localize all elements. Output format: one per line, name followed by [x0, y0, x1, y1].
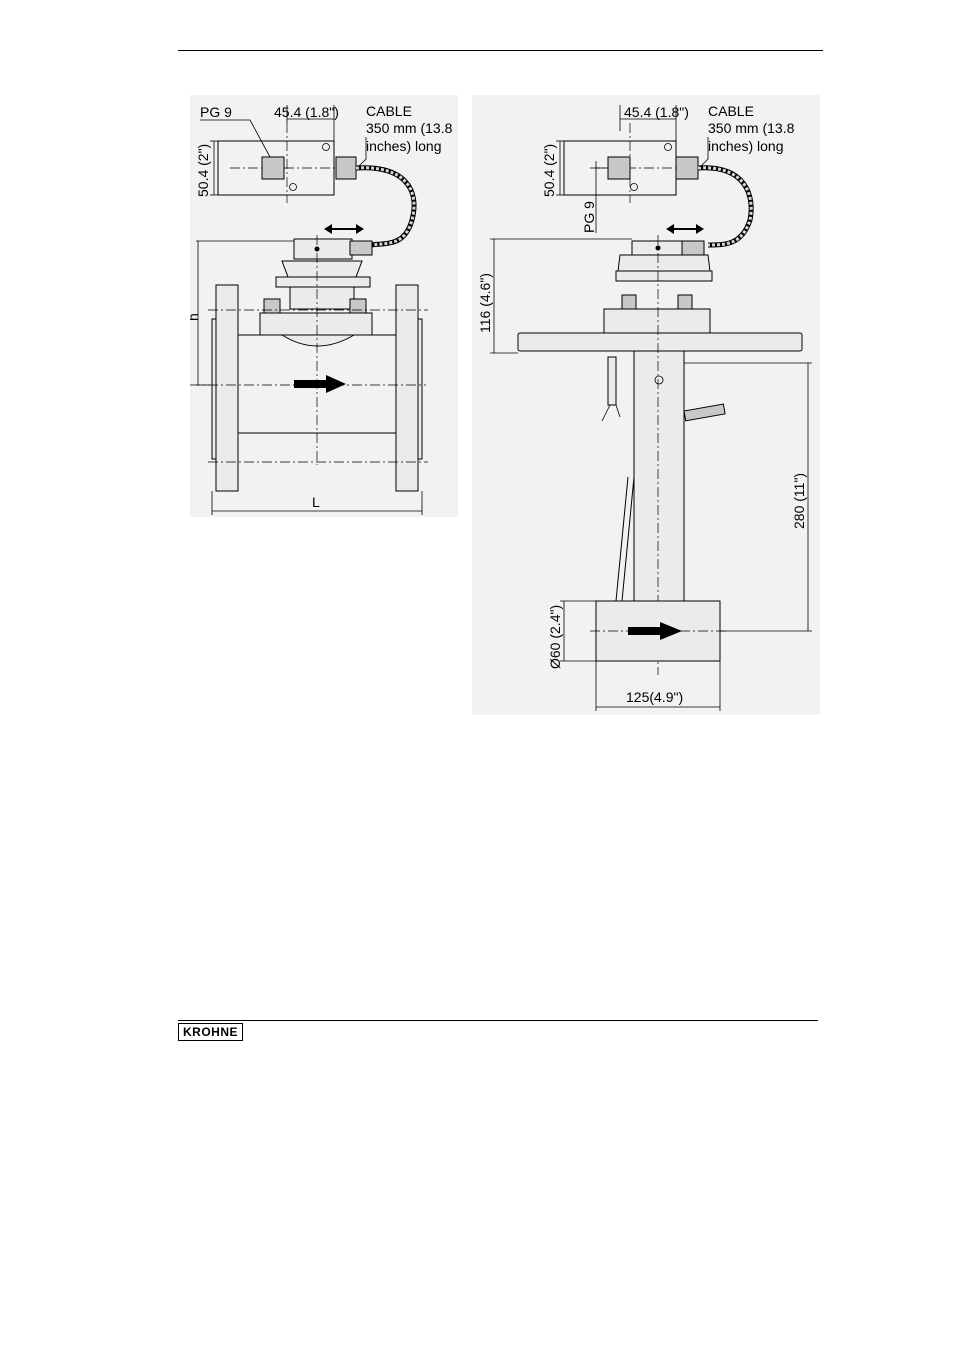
insertion-flowmeter-drawing: 45.4 (1.8") 50.4 (2") PG 9 CABLE 350 mm … [470, 95, 830, 720]
header-rule [178, 50, 823, 51]
inlet-flange [216, 285, 238, 491]
h-dimension: h [190, 313, 201, 321]
cable-length-line1: 350 mm (13.8 [366, 120, 453, 136]
cable-gland [676, 157, 698, 179]
pg9-gland [262, 157, 284, 179]
sensor-head [282, 261, 362, 277]
width-dimension: 45.4 (1.8") [274, 104, 339, 120]
flange-height-dimension: 116 (4.6") [477, 273, 493, 333]
sensor-stem [634, 351, 684, 605]
insertion-depth-dimension: 280 (11") [791, 473, 807, 529]
pg9-label: PG 9 [200, 104, 232, 120]
cable-length-line1: 350 mm (13.8 [708, 120, 795, 136]
cable-length-line2: inches) long [708, 138, 784, 154]
pg9-label: PG 9 [581, 201, 597, 233]
diameter-dimension: Ø60 (2.4") [547, 605, 563, 669]
krohne-logo: KROHNE [178, 1023, 243, 1041]
cable-title: CABLE [366, 103, 412, 119]
mounting-flange [260, 313, 372, 335]
mounting-flange [518, 333, 802, 351]
cable-length-line2: inches) long [366, 138, 442, 154]
cable-gland [336, 157, 356, 179]
cable-title: CABLE [708, 103, 754, 119]
width-dimension: 45.4 (1.8") [624, 104, 689, 120]
sensor-head [618, 255, 710, 271]
height-dimension: 50.4 (2") [541, 144, 557, 197]
mounting-plate [604, 309, 710, 333]
footer-rule [178, 1020, 818, 1021]
l-dimension: L [312, 494, 320, 510]
flanged-flowmeter-drawing: 45.4 (1.8") 50.4 (2") PG 9 CABLE 350 mm … [190, 95, 460, 525]
outlet-flange [396, 285, 418, 491]
height-dimension: 50.4 (2") [195, 144, 211, 197]
head-length-dimension: 125(4.9") [626, 689, 683, 705]
pg9-gland [608, 157, 630, 179]
